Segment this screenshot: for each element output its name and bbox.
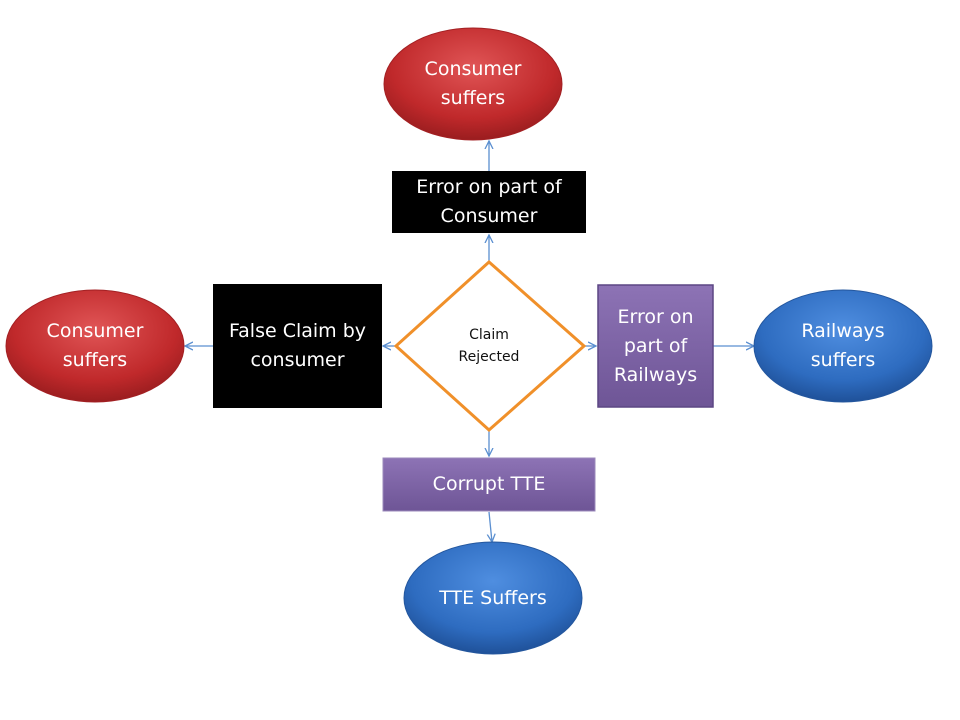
- right-box-line3: Railways: [613, 363, 698, 386]
- right-ellipse-line2: suffers: [810, 349, 876, 371]
- bottom-ellipse-line1: TTE Suffers: [439, 586, 547, 609]
- bottom-ellipse-label: TTE Suffers: [404, 542, 582, 654]
- left-box-line1: False Claim by: [228, 320, 367, 342]
- center-diamond-shape: [393, 259, 587, 433]
- top-ellipse-label: Consumer suffers: [384, 28, 562, 140]
- top-box-shape: [392, 171, 586, 233]
- center-line1: Claim: [469, 327, 509, 343]
- top-ellipse-shape: [383, 27, 563, 141]
- left-box-label: False Claim by consumer: [213, 284, 382, 408]
- right-box-shape: [597, 284, 714, 408]
- top-box-line1: Error on part of: [416, 176, 562, 198]
- left-ellipse-line1: Consumer: [46, 320, 144, 342]
- top-box-label: Error on part of Consumer: [392, 171, 586, 233]
- left-ellipse-label: Consumer suffers: [6, 290, 184, 402]
- left-ellipse-shape: [5, 289, 185, 403]
- right-box-label: Error on part of Railways: [598, 285, 713, 407]
- top-ellipse-line1: Consumer: [424, 58, 522, 80]
- bottom-box-line1: Corrupt TTE: [432, 473, 546, 495]
- left-box-line2: consumer: [250, 349, 345, 371]
- left-ellipse-line2: suffers: [62, 349, 128, 371]
- right-ellipse-label: Railways suffers: [754, 290, 932, 402]
- top-box-line2: Consumer: [440, 205, 538, 227]
- bottom-box-shape: [382, 457, 596, 512]
- center-line2: Rejected: [458, 349, 520, 365]
- arrow-bottom-box-to-bottom-ellipse: [489, 511, 492, 542]
- top-ellipse-line2: suffers: [440, 87, 506, 109]
- right-box-line2: part of: [623, 334, 688, 357]
- bottom-ellipse-shape: [403, 541, 583, 655]
- right-ellipse-line1: Railways: [801, 320, 885, 342]
- right-ellipse-shape: [753, 289, 933, 403]
- right-box-line1: Error on: [617, 305, 694, 328]
- bottom-box-label: Corrupt TTE: [383, 458, 595, 511]
- left-box-shape: [213, 284, 382, 408]
